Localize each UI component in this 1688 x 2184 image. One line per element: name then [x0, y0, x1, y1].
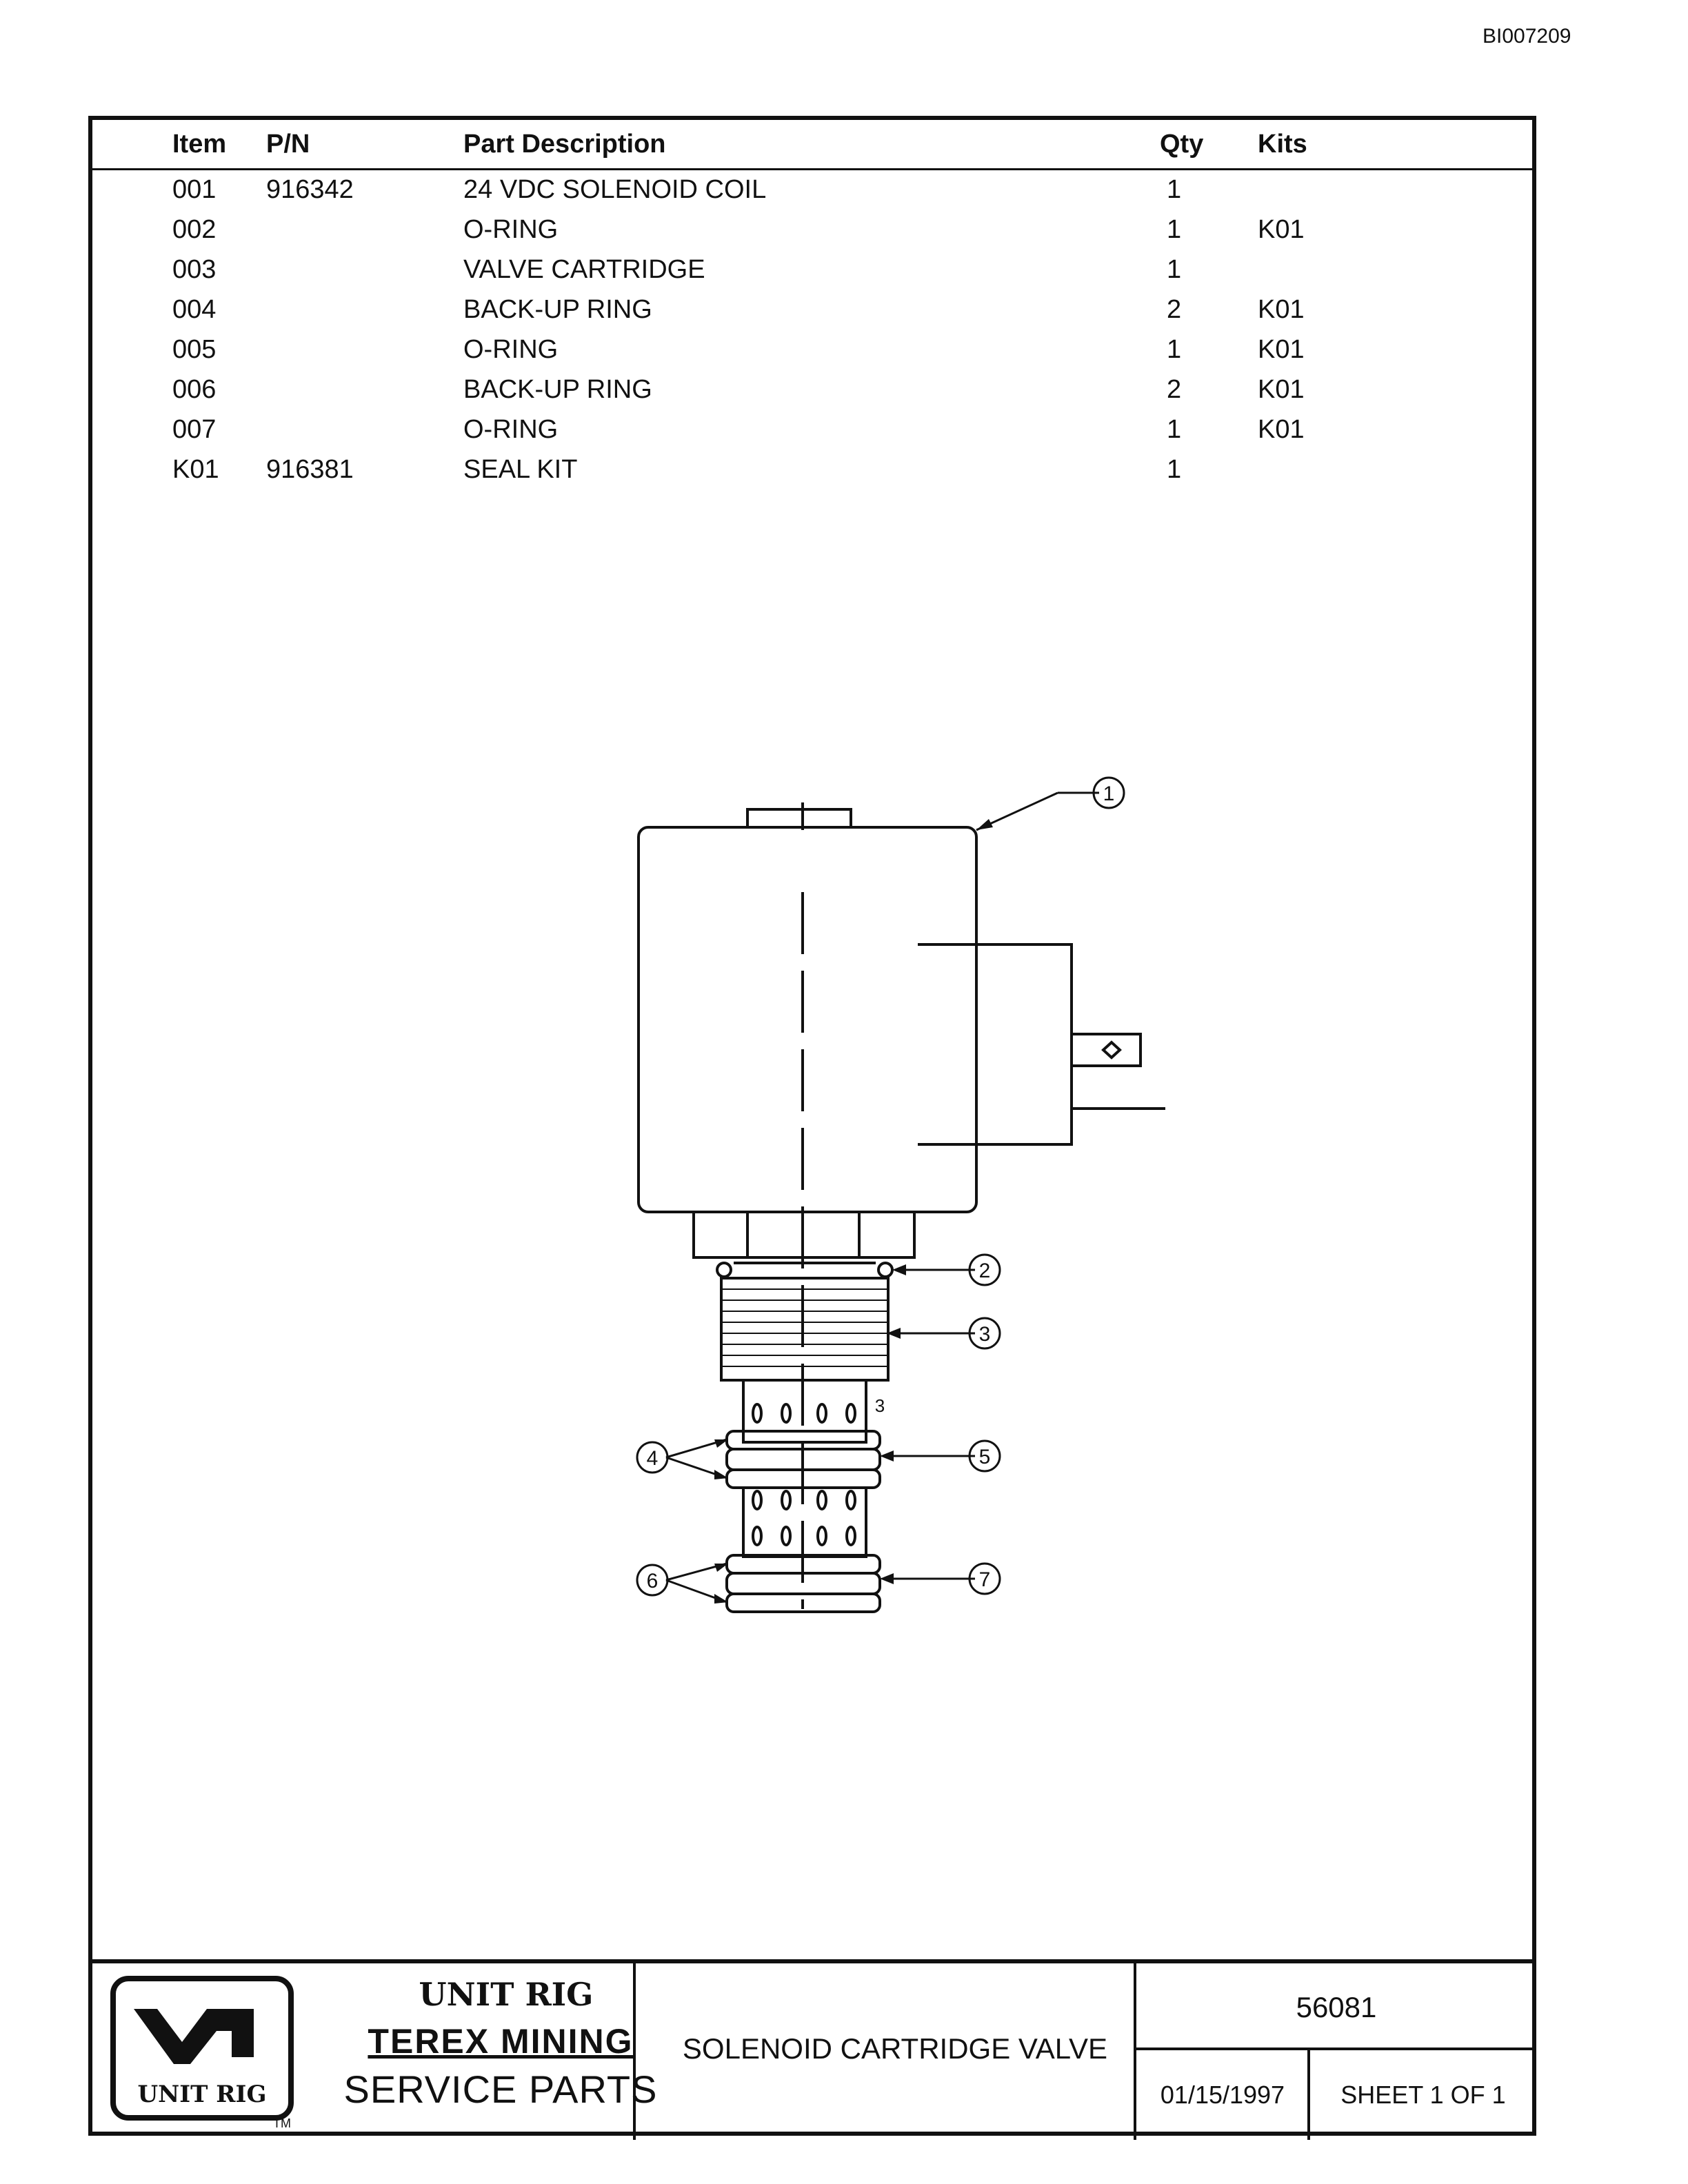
table-row: 006 BACK-UP RING 2 K01 [92, 375, 1532, 415]
callout-6-circle [636, 1564, 669, 1597]
header-pn: P/N [266, 130, 310, 159]
row-item: 005 [172, 335, 217, 364]
row-item: 003 [172, 255, 217, 284]
row-description: VALVE CARTRIDGE [463, 255, 705, 284]
table-row: K01 916381 SEAL KIT 1 [92, 455, 1532, 495]
callout-circles [636, 776, 1125, 1597]
row-description: O-RING [463, 335, 559, 364]
side-note: 3 [875, 1395, 885, 1416]
hex-nut [692, 1211, 916, 1259]
callout-5: 5 [979, 1446, 991, 1468]
title-block-rule [1136, 2048, 1536, 2050]
table-row: 002 O-RING 1 K01 [92, 215, 1532, 255]
connector-housing [918, 943, 1073, 1146]
leader-lines [665, 791, 1099, 1604]
coil-cap [746, 808, 852, 829]
row-description: BACK-UP RING [463, 295, 652, 324]
header-description: Part Description [463, 130, 666, 159]
row-qty: 1 [1167, 175, 1182, 204]
sheet-number: SHEET 1 OF 1 [1340, 2081, 1506, 2109]
title-block-divider [633, 1963, 636, 2140]
row-pn: 916381 [266, 455, 354, 484]
solenoid-valve-drawing: 1 2 3 4 5 6 7 3 [636, 776, 1165, 1613]
terminal-tab [1070, 1033, 1142, 1067]
header-kits: Kits [1258, 130, 1307, 159]
row-qty: 2 [1167, 375, 1182, 404]
row-pn: 916342 [266, 175, 354, 204]
row-qty: 1 [1167, 255, 1182, 284]
row-qty: 1 [1167, 335, 1182, 364]
header-item: Item [172, 130, 227, 159]
cartridge-upper [742, 1379, 867, 1444]
unit-rig-logo: UNIT RIG [110, 1976, 294, 2121]
thread-lines [721, 1288, 888, 1367]
leader-arrowheads [714, 819, 993, 1604]
callout-7: 7 [979, 1568, 991, 1591]
drawing-title: SOLENOID CARTRIDGE VALVE [682, 2032, 1108, 2065]
row-kits: K01 [1258, 215, 1305, 244]
table-row: 005 O-RING 1 K01 [92, 335, 1532, 375]
table-row: 003 VALVE CARTRIDGE 1 [92, 255, 1532, 295]
title-block-divider [1307, 2050, 1310, 2140]
valve-thread [720, 1277, 890, 1382]
document-id: BI007209 [1483, 25, 1571, 48]
row-item: 004 [172, 295, 217, 324]
callout-1: 1 [1103, 782, 1115, 805]
callout-6: 6 [647, 1570, 659, 1593]
brand-service-parts: SERVICE PARTS [343, 2067, 658, 2111]
row-description: O-RING [463, 215, 559, 244]
drawing-number: 56081 [1296, 1991, 1377, 2023]
row-kits: K01 [1258, 375, 1305, 404]
callout-1-circle [1092, 776, 1125, 809]
table-row: 001 916342 24 VDC SOLENOID COIL 1 [92, 175, 1532, 215]
header-qty: Qty [1160, 130, 1204, 159]
callout-2-circle [968, 1253, 1001, 1286]
trademark: TM [273, 2116, 291, 2130]
o-ring-2-right [877, 1262, 894, 1278]
callout-7-circle [968, 1562, 1001, 1595]
callout-5-circle [968, 1439, 1001, 1473]
table-row: 004 BACK-UP RING 2 K01 [92, 295, 1532, 335]
row-item: 007 [172, 415, 217, 444]
terminal-hole [1101, 1040, 1122, 1060]
row-description: BACK-UP RING [463, 375, 652, 404]
callout-4: 4 [647, 1447, 659, 1470]
parts-sheet: Item P/N Part Description Qty Kits 001 9… [88, 116, 1536, 2140]
row-item: 006 [172, 375, 217, 404]
row-kits: K01 [1258, 415, 1305, 444]
row-qty: 2 [1167, 295, 1182, 324]
brand-unit-rig: UNIT RIG [419, 1976, 594, 2013]
unit-rig-logo-mark [134, 2009, 254, 2064]
row-qty: 1 [1167, 455, 1182, 484]
row-description: 24 VDC SOLENOID COIL [463, 175, 767, 204]
title-block: UNIT RIG TM UNIT RIG TEREX MINING SERVIC… [92, 1959, 1536, 2140]
title-block-divider [1134, 1963, 1136, 2140]
parts-table-header: Item P/N Part Description Qty Kits [92, 120, 1532, 170]
row-qty: 1 [1167, 215, 1182, 244]
row-kits: K01 [1258, 295, 1305, 324]
callout-3: 3 [979, 1323, 991, 1346]
table-row: 007 O-RING 1 K01 [92, 415, 1532, 455]
row-kits: K01 [1258, 335, 1305, 364]
callout-2: 2 [979, 1260, 991, 1282]
callout-4-circle [636, 1441, 669, 1474]
port-holes-lower [752, 1490, 856, 1546]
logo-text: UNIT RIG [137, 2081, 267, 2108]
row-qty: 1 [1167, 415, 1182, 444]
coil-body [637, 826, 978, 1213]
row-item: K01 [172, 455, 219, 484]
row-item: 002 [172, 215, 217, 244]
brand-terex-mining: TEREX MINING [368, 2022, 634, 2061]
o-ring-2-left [716, 1262, 732, 1278]
callout-3-circle [968, 1317, 1001, 1350]
row-description: O-RING [463, 415, 559, 444]
back-up-ring-6b [725, 1593, 881, 1613]
row-item: 001 [172, 175, 217, 204]
port-holes-upper [752, 1403, 856, 1424]
row-description: SEAL KIT [463, 455, 578, 484]
drawing-date: 01/15/1997 [1160, 2081, 1285, 2109]
